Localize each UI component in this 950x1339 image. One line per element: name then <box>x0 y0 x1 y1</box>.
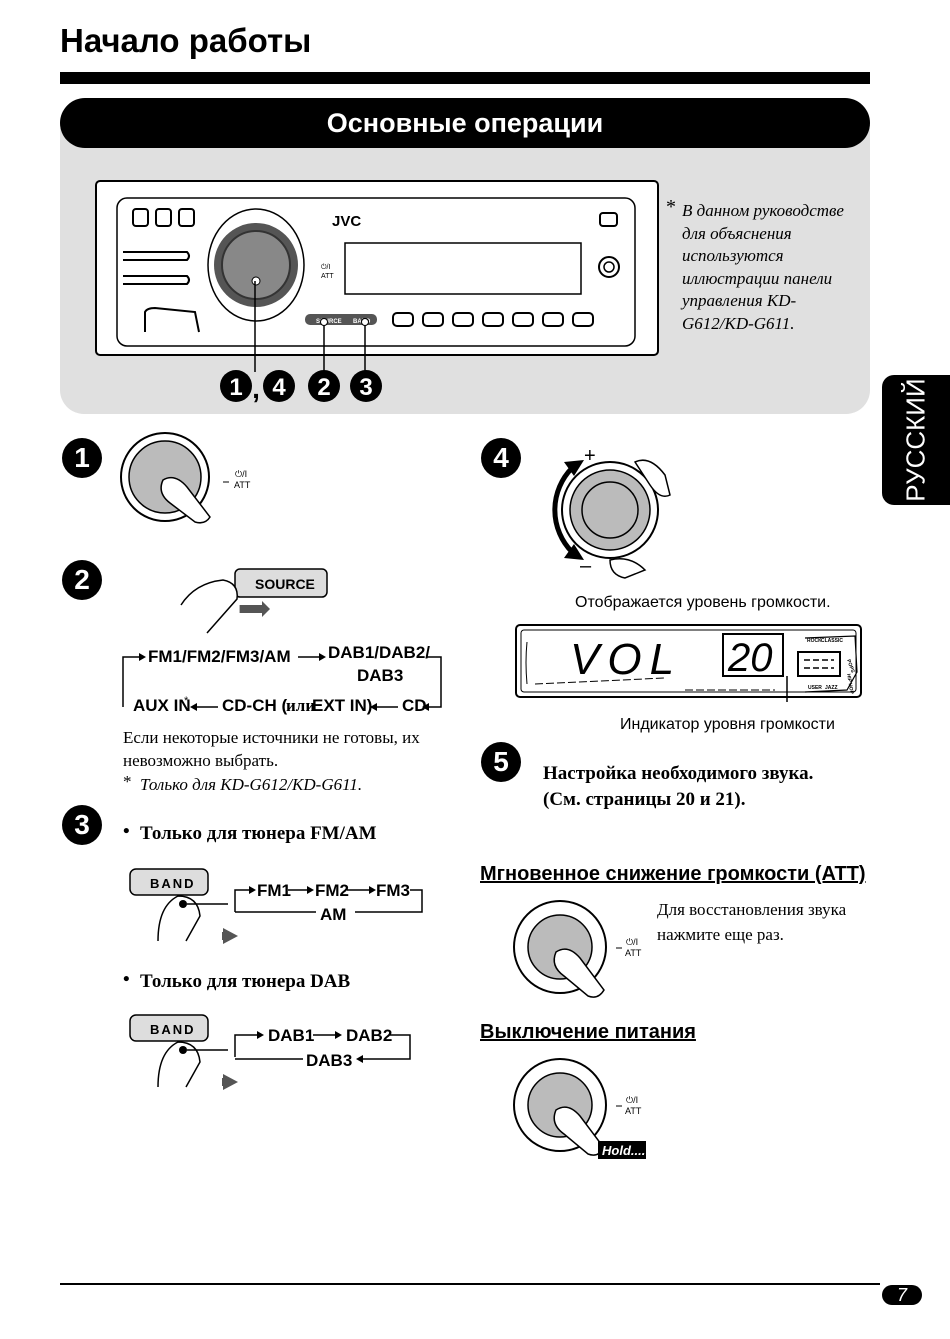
power-off-heading: Выключение питания <box>480 1021 696 1043</box>
step-2-footnote: Только для KD-G612/KD-G611. <box>140 775 363 794</box>
step-3-number: 3 <box>62 805 102 845</box>
vol-value: 20 <box>727 636 773 680</box>
att-knob-illustration: ⏻/I ATT <box>513 900 642 998</box>
power-off-knob-illustration: ⏻/I ATT Hold.... <box>513 1058 646 1159</box>
att-heading: Мгновенное снижение громкости (ATT) <box>480 863 866 885</box>
svg-text:4: 4 <box>272 374 286 401</box>
svg-text:POPS: POPS <box>845 659 856 675</box>
svg-text:1: 1 <box>229 374 242 401</box>
volume-knob-illustration: + – <box>552 445 671 579</box>
band-fm-illustration: BAND <box>129 868 238 944</box>
brand-logo: JVC <box>332 213 361 230</box>
svg-text:⏻/I: ⏻/I <box>626 937 638 947</box>
volume-lcd-display: VOL 20 ROCK CLASSIC POPS USER JAZZ HIP H… <box>515 624 862 702</box>
rotate-arrow-icon <box>552 466 574 554</box>
band-dab-illustration: BAND <box>129 1014 238 1090</box>
title-rule <box>60 72 870 84</box>
preset-button <box>132 208 149 227</box>
section-banner: Основные операции <box>60 98 870 148</box>
flow-cd: CD <box>402 696 427 715</box>
svg-text:JAZZ: JAZZ <box>825 685 838 691</box>
finger-icon <box>633 459 671 497</box>
dab-flow-arrows <box>234 1031 411 1063</box>
eject-button <box>599 212 618 227</box>
step-5-number: 5 <box>481 742 521 782</box>
finger-icon <box>180 579 238 634</box>
step-1-number: 1 <box>62 438 102 478</box>
flow-aux: AUX IN <box>133 696 191 715</box>
svg-text:HIP HOP: HIP HOP <box>845 673 855 695</box>
fm-flow-arrows <box>234 886 423 913</box>
svg-text:–: – <box>580 555 592 577</box>
finger-icon <box>157 895 201 942</box>
step-5-line1: Настройка необходимого звука. <box>543 763 814 784</box>
finger-icon <box>609 558 647 579</box>
svg-text:ATT: ATT <box>321 273 334 280</box>
language-tab: РУССКИЙ <box>882 375 950 505</box>
svg-text:2: 2 <box>317 374 330 401</box>
note-star: * <box>666 196 676 218</box>
flow-fm: FM1/FM2/FM3/AM <box>148 647 291 666</box>
volume-display-caption: Отображается уровень громкости. <box>575 594 831 611</box>
svg-text:SOURCE: SOURCE <box>255 576 315 592</box>
vol-text: VOL <box>570 635 682 684</box>
step-2-number: 2 <box>62 560 102 600</box>
att-text: Для восстановления звука нажмите еще раз… <box>657 900 847 944</box>
preset-button <box>178 208 195 227</box>
control-panel-illustration: JVC ⏻/I ATT SOURCE BAND 1 , 4 2 3 <box>95 180 659 404</box>
finger-icon <box>157 1041 201 1088</box>
source-press-illustration: SOURCE <box>180 568 328 634</box>
source-flow-arrows <box>122 653 442 711</box>
step-1-knob-illustration: ⏻/I ATT <box>120 432 251 524</box>
svg-text:,: , <box>252 373 260 404</box>
svg-text:CLASSIC: CLASSIC <box>821 638 843 644</box>
svg-text:⏻/I: ⏻/I <box>626 1095 638 1105</box>
dab-heading: Только для тюнера DAB <box>140 971 351 992</box>
page-number: 7 <box>882 1285 922 1305</box>
flow-dab: DAB1/DAB2/ <box>328 643 431 662</box>
flow-dab3: DAB3 <box>357 666 404 685</box>
lcd-display <box>344 242 582 295</box>
finger-icon <box>160 476 211 524</box>
arrow-icon <box>239 601 270 617</box>
step-4-number: 4 <box>481 438 521 478</box>
svg-text:BAND: BAND <box>150 876 196 891</box>
svg-text:⏻/I: ⏻/I <box>235 469 247 479</box>
svg-text:ATT: ATT <box>234 480 251 490</box>
svg-text:ATT: ATT <box>625 1106 642 1116</box>
finger-icon <box>553 948 605 998</box>
language-tab-label: РУССКИЙ <box>900 378 931 502</box>
finger-icon <box>553 1106 605 1156</box>
preset-button <box>155 208 172 227</box>
svg-text:+: + <box>584 445 596 467</box>
svg-text:USER: USER <box>808 685 822 691</box>
svg-text:BAND: BAND <box>150 1022 196 1037</box>
svg-text:⏻/I: ⏻/I <box>321 263 330 271</box>
page-title: Начало работы <box>60 22 312 59</box>
svg-text:ATT: ATT <box>625 948 642 958</box>
footer-rule <box>60 1283 880 1285</box>
volume-indicator-caption: Индикатор уровня громкости <box>620 716 835 733</box>
hold-label: Hold.... <box>602 1143 645 1158</box>
step-2-note: Если некоторые источники не готовы, их н… <box>123 728 420 770</box>
svg-text:ROCK: ROCK <box>807 638 822 644</box>
step-5-line2: (См. страницы 20 и 21). <box>543 789 746 810</box>
svg-text:SOURCE: SOURCE <box>316 319 342 325</box>
fm-heading: Только для тюнера FM/AM <box>140 823 377 844</box>
panel-note: В данном руководстве для объяснения испо… <box>682 201 844 333</box>
svg-text:3: 3 <box>359 374 372 401</box>
